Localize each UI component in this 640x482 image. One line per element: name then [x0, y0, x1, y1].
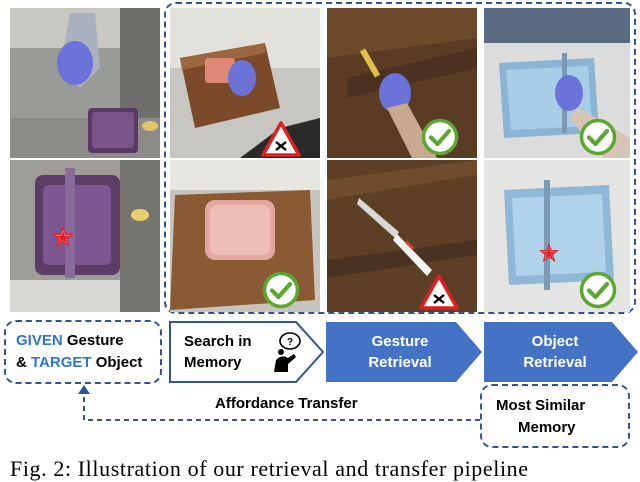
- given-word: GIVEN: [16, 332, 63, 349]
- search-in-memory-step: Search in Memory ?: [168, 320, 326, 384]
- red-star-icon: [51, 225, 75, 248]
- object-retrieval-line1: Object: [531, 333, 579, 350]
- memory-region: [164, 2, 636, 314]
- given-line: GIVEN Gesture: [16, 330, 160, 352]
- warning-cross-icon: [419, 274, 459, 310]
- memory-gesture-retrieval-object-photo: [327, 160, 477, 312]
- search-text: Search in Memory: [184, 331, 252, 373]
- query-gesture-photo: [10, 8, 160, 158]
- object-word: Object: [91, 354, 143, 371]
- given-gesture-target-object-box: GIVEN Gesture & TARGET Object: [4, 320, 162, 384]
- figure-caption: Fig. 2: Illustration of our retrieval an…: [10, 456, 529, 481]
- gesture-word: Gesture: [62, 332, 124, 349]
- most-similar-memory-box: Most Similar Memory: [480, 384, 630, 448]
- red-star-icon: [538, 242, 560, 263]
- memory-search-gesture-photo: [170, 8, 320, 158]
- gesture-retrieval-label: Gesture Retrieval: [326, 320, 484, 384]
- affordance-transfer-arrow: [70, 384, 490, 424]
- gesture-retrieval-step: Gesture Retrieval: [326, 320, 484, 384]
- amp-word: &: [16, 354, 31, 371]
- target-word: TARGET: [31, 354, 92, 371]
- person-thinking-icon: ?: [272, 332, 302, 374]
- gesture-retrieval-line2: Retrieval: [368, 354, 432, 371]
- object-retrieval-step: Object Retrieval: [484, 320, 640, 384]
- svg-text:?: ?: [287, 337, 293, 348]
- object-retrieval-label: Object Retrieval: [484, 320, 640, 384]
- check-circle-icon: [262, 271, 300, 309]
- check-circle-icon: [421, 118, 459, 156]
- gesture-retrieval-line1: Gesture: [371, 333, 429, 350]
- object-retrieval-line2: Retrieval: [523, 354, 587, 371]
- most-similar-line1: Most Similar: [496, 397, 586, 414]
- memory-object-retrieval-photo: [484, 8, 630, 158]
- target-line: & TARGET Object: [16, 352, 160, 374]
- check-circle-icon: [579, 118, 617, 156]
- check-circle-icon: [579, 271, 617, 309]
- search-line1: Search in: [184, 333, 252, 350]
- most-similar-line2: Memory: [518, 419, 576, 436]
- query-object-photo: [10, 160, 160, 312]
- warning-cross-icon: [261, 121, 301, 157]
- affordance-transfer-label: Affordance Transfer: [215, 395, 358, 412]
- search-line2: Memory: [184, 354, 242, 371]
- memory-gesture-retrieval-photo: [327, 8, 477, 158]
